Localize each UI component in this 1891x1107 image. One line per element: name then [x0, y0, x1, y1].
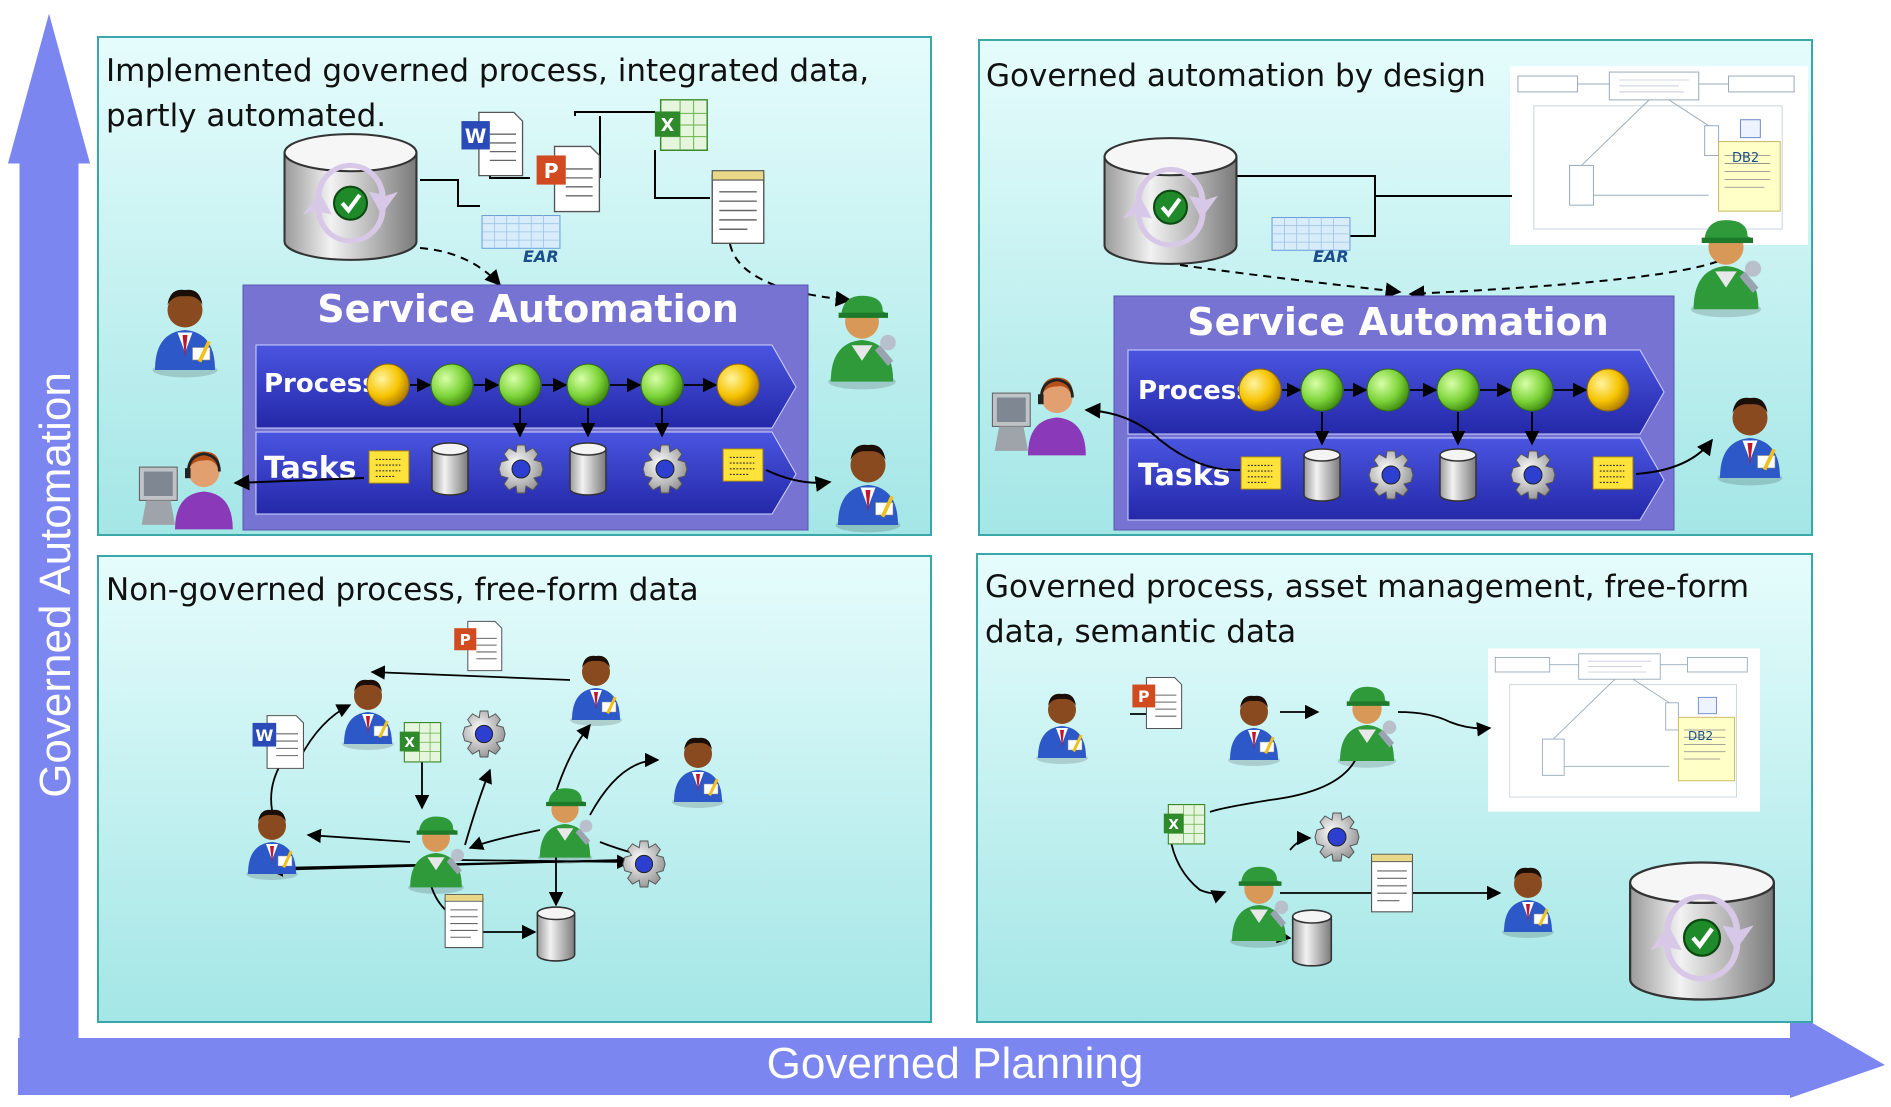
- task-database-icon: [431, 442, 469, 496]
- notepad-document-icon: [711, 169, 765, 245]
- top-right-diagram-label: DB2: [1732, 151, 1759, 166]
- task-database-icon: [1303, 448, 1341, 502]
- top-left-connectors: [420, 111, 710, 207]
- top-right-ear-label: EAR: [1313, 247, 1349, 266]
- process-node-end: [1586, 368, 1630, 412]
- process-node: [640, 363, 684, 407]
- top-left-title-line2: partly automated.: [106, 98, 386, 134]
- governed-database-icon: [1105, 138, 1237, 264]
- top-left-task-arrows: [233, 469, 832, 492]
- process-node-start: [1238, 368, 1282, 412]
- process-node: [430, 363, 474, 407]
- top-right-title-line1: Governed automation by design: [986, 58, 1486, 94]
- database-icon: [1291, 909, 1333, 967]
- process-node: [1436, 368, 1480, 412]
- bottom-right-diagram-label: DB2: [1688, 729, 1713, 743]
- process-flow: [410, 377, 718, 438]
- task-gear-icon: [1510, 450, 1556, 500]
- task-note-icon: [1240, 456, 1282, 490]
- process-node-end: [716, 363, 760, 407]
- notepad-document-icon: [1371, 853, 1413, 913]
- notepad-document-icon: [444, 893, 484, 949]
- task-note-icon: [368, 450, 410, 484]
- task-note-icon: [1592, 456, 1634, 490]
- process-lane-label: Process: [264, 369, 378, 399]
- gear-icon: [462, 710, 506, 758]
- x-axis-label: Governed Planning: [767, 1039, 1144, 1088]
- process-node: [1300, 368, 1344, 412]
- process-node: [566, 363, 610, 407]
- ear-archive-icon: [1271, 216, 1351, 251]
- ear-archive-icon: [481, 214, 561, 249]
- process-lane-label: Process: [1138, 376, 1252, 406]
- governed-database-icon: [285, 134, 417, 260]
- top-right-task-arrows: [1084, 402, 1713, 475]
- tasks-lane-label: Tasks: [1138, 458, 1231, 493]
- service-automation-title: Service Automation: [317, 287, 739, 331]
- process-node: [498, 363, 542, 407]
- top-left-ear-label: EAR: [523, 247, 559, 266]
- task-gear-icon: [642, 444, 688, 494]
- task-database-icon: [569, 442, 607, 496]
- process-node-start: [366, 363, 410, 407]
- task-database-icon: [1439, 448, 1477, 502]
- gear-icon: [1314, 812, 1360, 862]
- top-left-title-line1: Implemented governed process, integrated…: [106, 53, 869, 89]
- task-gear-icon: [1368, 450, 1414, 500]
- y-axis-label: Governed Automation: [31, 372, 80, 798]
- governed-database-icon: [1630, 862, 1774, 999]
- task-note-icon: [722, 448, 764, 482]
- gear-icon: [622, 840, 666, 888]
- x-axis-arrow: [18, 1010, 1885, 1098]
- process-node: [1366, 368, 1410, 412]
- bottom-right-title-line2: data, semantic data: [985, 614, 1296, 650]
- architecture-diagram-thumbnail: [1510, 65, 1808, 246]
- database-icon: [536, 906, 576, 962]
- top-left-dashed-arrows: [419, 243, 852, 307]
- process-node: [1510, 368, 1554, 412]
- excel-document-icon: [1163, 803, 1206, 845]
- architecture-diagram-thumbnail: [1488, 647, 1760, 813]
- bottom-left-title-line1: Non-governed process, free-form data: [106, 572, 699, 608]
- bottom-left-connectors: [268, 665, 660, 940]
- top-right-connectors: [1236, 175, 1512, 237]
- excel-document-icon: [653, 98, 709, 152]
- task-gear-icon: [498, 444, 544, 494]
- excel-document-icon: [399, 721, 442, 763]
- service-automation-title: Service Automation: [1187, 300, 1609, 344]
- panel-bottom-left: [97, 555, 932, 1023]
- bottom-right-title-line1: Governed process, asset management, free…: [985, 569, 1749, 605]
- process-flow: [1282, 382, 1588, 446]
